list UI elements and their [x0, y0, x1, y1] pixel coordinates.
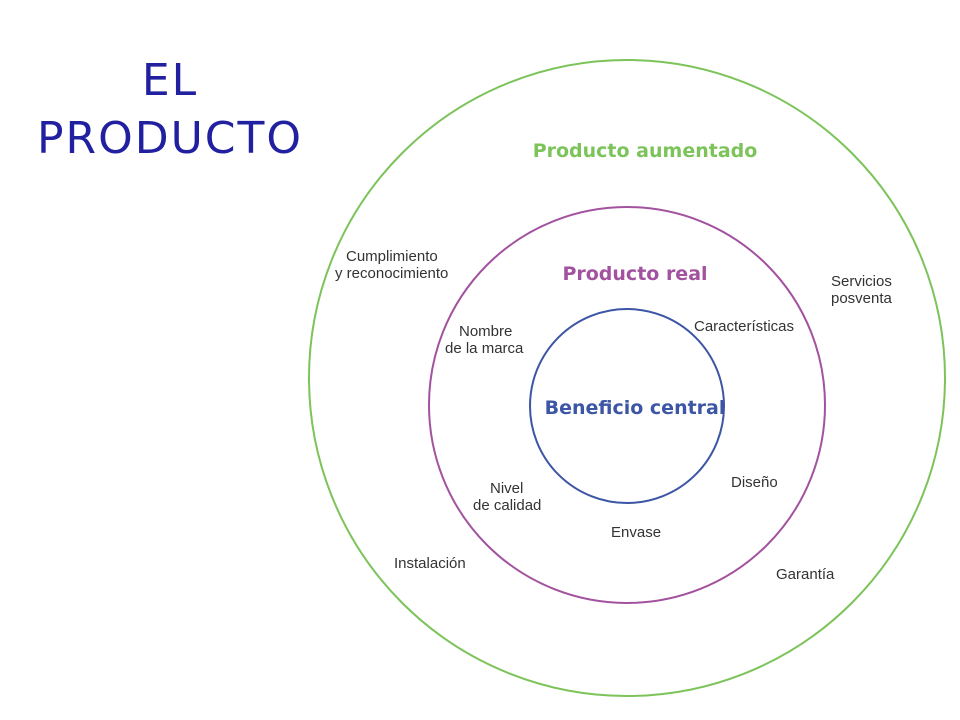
label-servicios-line2: posventa — [831, 290, 893, 307]
label-nombre-line2: de la marca — [445, 340, 524, 357]
label-instalacion: Instalación — [394, 555, 466, 572]
core-benefit-ring — [529, 308, 725, 504]
label-nombre-line1: Nombre — [459, 323, 512, 340]
label-nivel-line2: de calidad — [473, 497, 541, 514]
label-envase: Envase — [611, 524, 661, 541]
slide-title: EL PRODUCTO — [0, 52, 340, 168]
label-caracteristicas: Características — [694, 318, 794, 335]
slide-title-line1: EL — [141, 55, 199, 106]
actual-product-ring — [428, 206, 826, 604]
slide-title-line2: PRODUCTO — [36, 113, 304, 164]
label-cumplimiento-line2: y reconocimiento — [335, 265, 448, 282]
label-cumplimiento-line1: Cumplimiento — [346, 248, 438, 265]
core-benefit-title: Beneficio central — [545, 397, 726, 419]
augmented-product-title: Producto aumentado — [533, 140, 758, 162]
label-nivel-line1: Nivel — [490, 480, 523, 497]
label-servicios-line1: Servicios — [831, 273, 892, 290]
actual-product-title: Producto real — [562, 263, 707, 285]
augmented-product-ring — [308, 59, 946, 697]
label-garantia: Garantía — [776, 566, 835, 583]
label-diseno: Diseño — [731, 474, 778, 491]
